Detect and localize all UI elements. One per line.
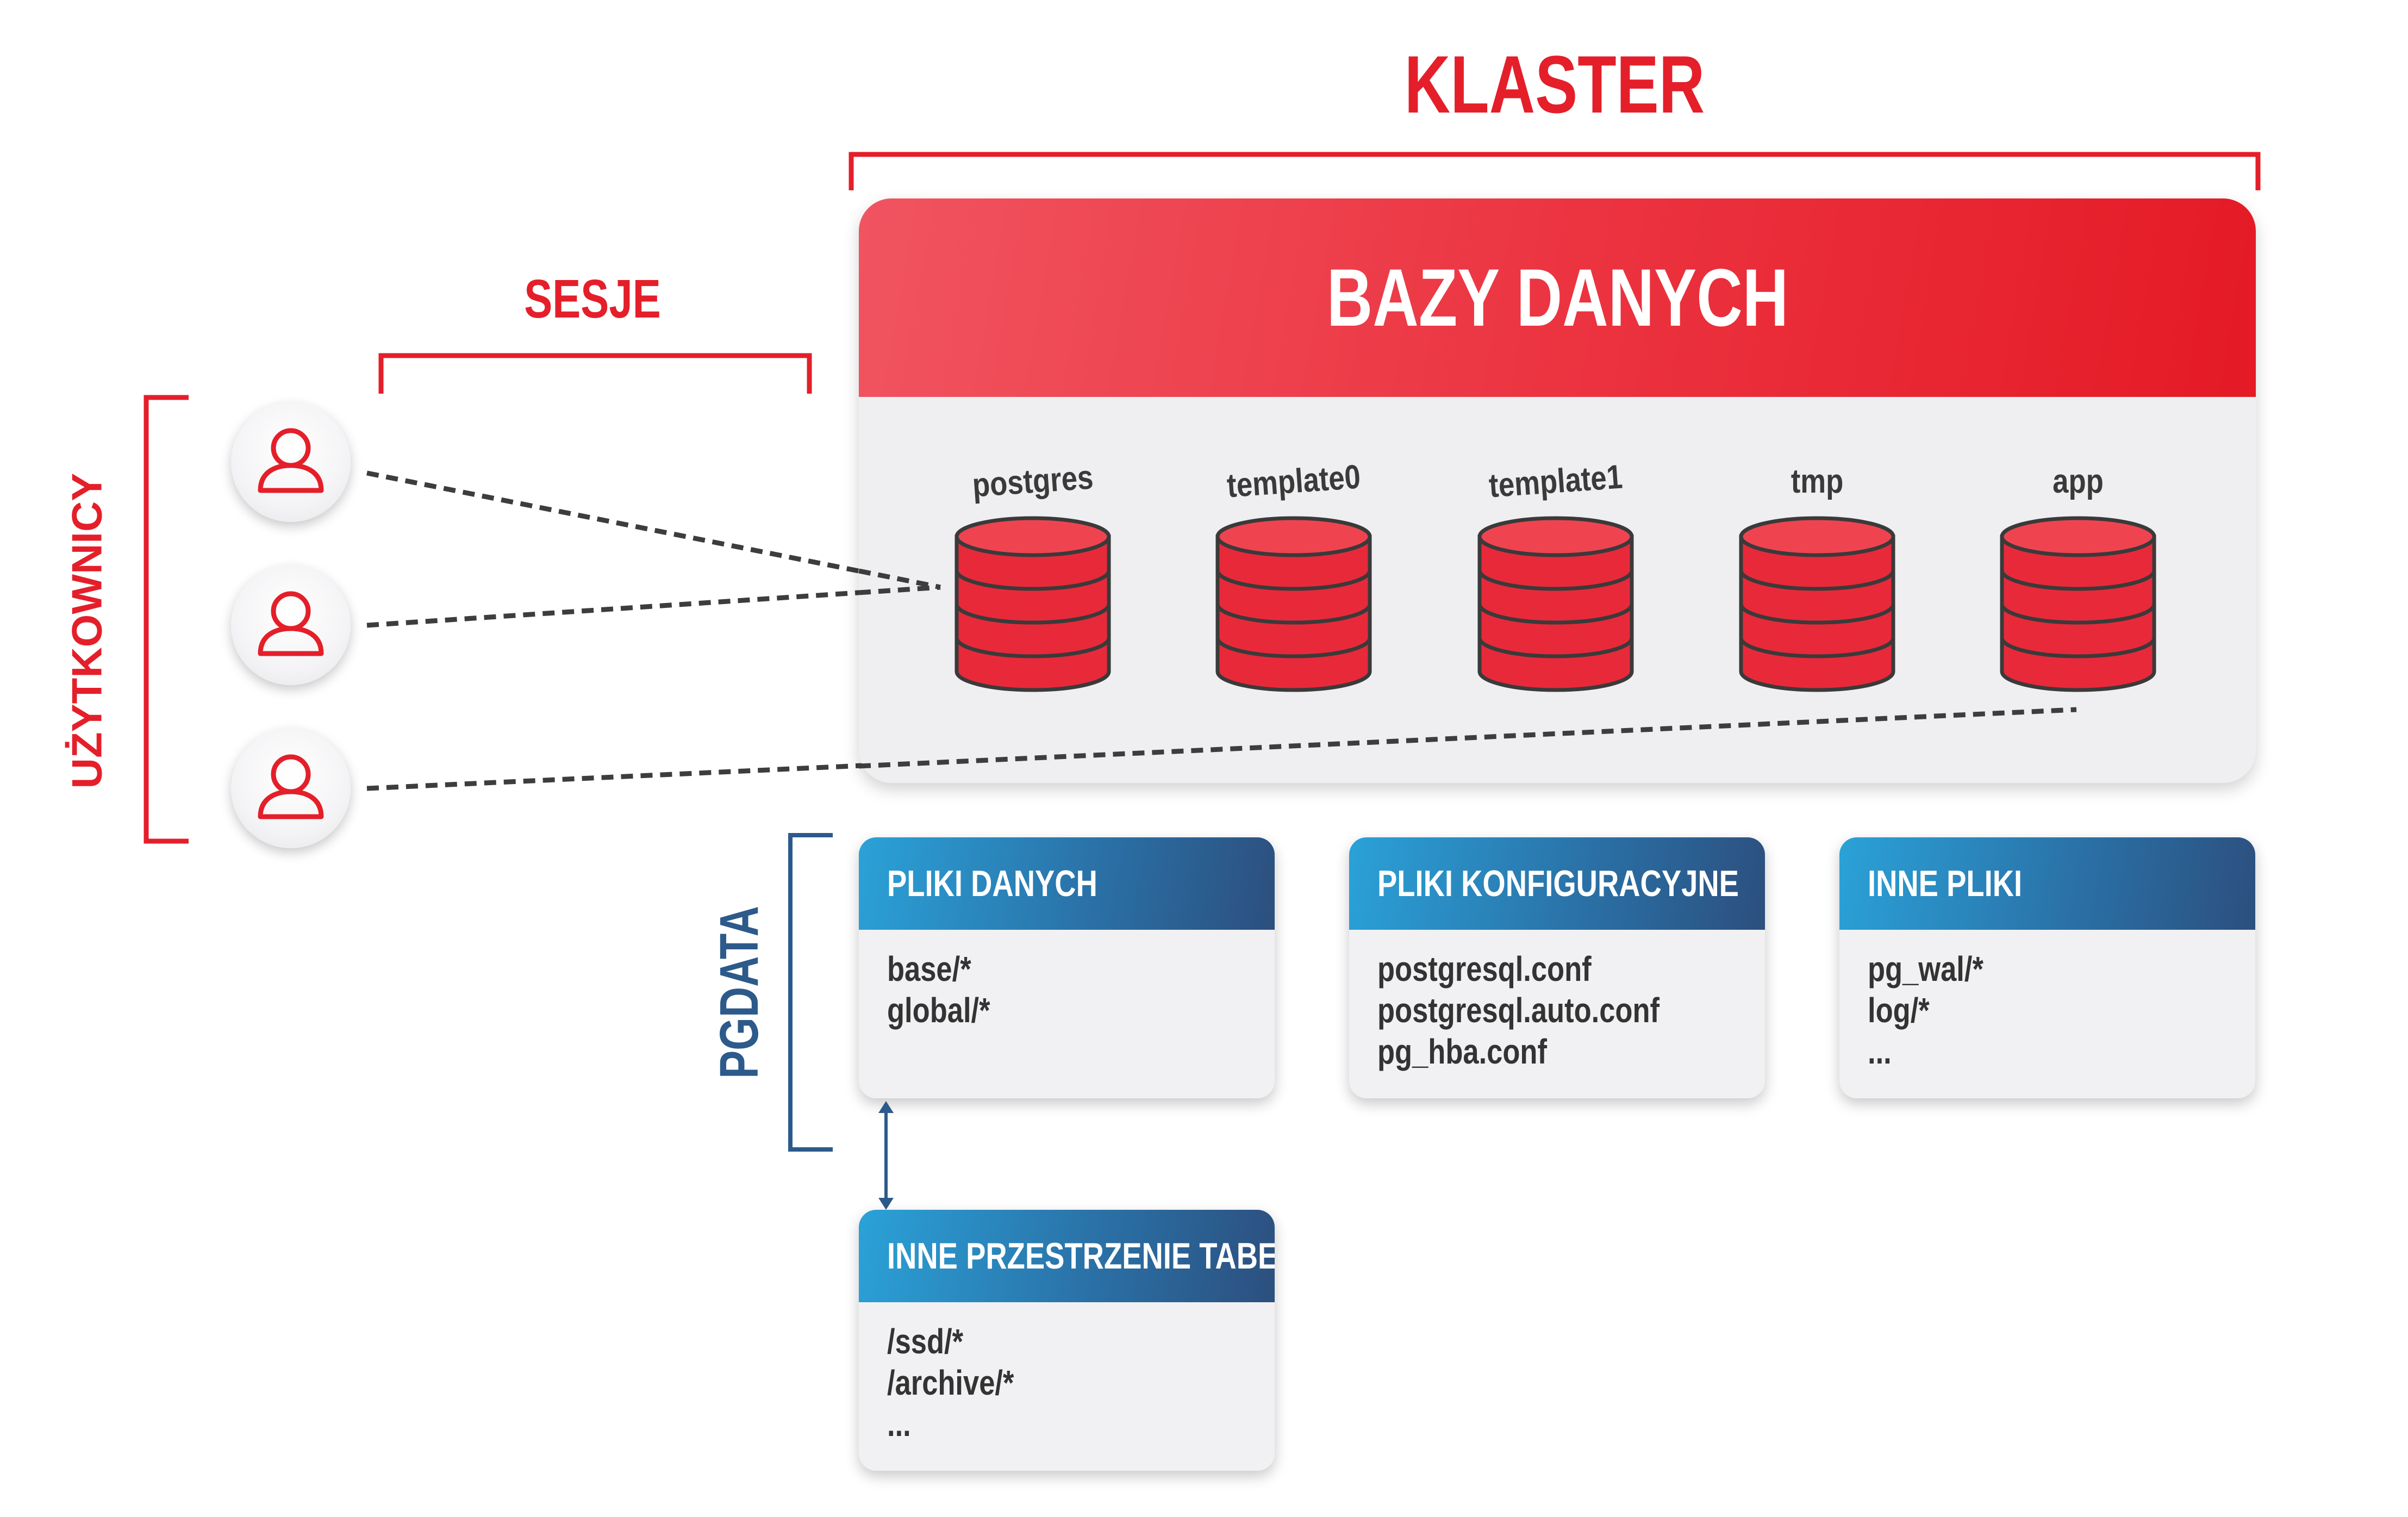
user-icon bbox=[258, 428, 324, 493]
users-bracket bbox=[144, 395, 189, 844]
card-line: postgresql.conf bbox=[1377, 949, 1592, 988]
card-line: ... bbox=[887, 1404, 911, 1444]
card-other-files: INNE PLIKI pg_wal/* log/* ... bbox=[1839, 837, 2255, 1098]
user-avatar-2[interactable] bbox=[231, 565, 351, 685]
card-line: /ssd/* bbox=[887, 1322, 964, 1361]
card-config-files: PLIKI KONFIGURACYJNE postgresql.conf pos… bbox=[1349, 837, 1765, 1098]
sessions-bracket bbox=[378, 353, 812, 394]
card-data-files: PLIKI DANYCH base/* global/* bbox=[859, 837, 1275, 1098]
session-line-3 bbox=[366, 707, 2077, 791]
pgdata-bracket bbox=[788, 833, 833, 1152]
card-line: pg_hba.conf bbox=[1377, 1032, 1547, 1071]
double-arrow-icon bbox=[878, 1101, 894, 1210]
database-icon[interactable] bbox=[1997, 508, 2160, 704]
card-line: /archive/* bbox=[887, 1363, 1014, 1402]
card-title: PLIKI DANYCH bbox=[887, 863, 1097, 904]
cluster-label: KLASTER bbox=[1404, 39, 1705, 130]
session-line-2 bbox=[366, 585, 941, 628]
cluster-bracket bbox=[849, 152, 2261, 190]
sessions-label: SESJE bbox=[524, 269, 661, 329]
user-avatar-1[interactable] bbox=[231, 402, 351, 522]
database-label: tmp bbox=[1791, 463, 1844, 500]
database-icon[interactable] bbox=[1212, 508, 1375, 704]
database-icon[interactable] bbox=[1736, 508, 1899, 704]
database-label: app bbox=[2053, 463, 2104, 500]
databases-header: BAZY DANYCH bbox=[859, 198, 2256, 397]
database-icon[interactable] bbox=[951, 508, 1114, 704]
card-title: INNE PLIKI bbox=[1868, 863, 2023, 904]
user-icon bbox=[258, 591, 324, 656]
card-line: base/* bbox=[887, 949, 971, 988]
card-title: INNE PRZESTRZENIE TABEL bbox=[887, 1235, 1275, 1277]
database-icon[interactable] bbox=[1474, 508, 1637, 704]
card-line: global/* bbox=[887, 991, 990, 1030]
card-line: ... bbox=[1868, 1032, 1892, 1071]
card-line: postgresql.auto.conf bbox=[1377, 991, 1660, 1030]
user-icon bbox=[258, 754, 324, 819]
card-tablespaces: INNE PRZESTRZENIE TABEL /ssd/* /archive/… bbox=[859, 1210, 1275, 1471]
card-title: PLIKI KONFIGURACYJNE bbox=[1377, 863, 1739, 904]
user-avatar-3[interactable] bbox=[231, 729, 351, 848]
card-line: log/* bbox=[1868, 991, 1930, 1030]
card-line: pg_wal/* bbox=[1868, 949, 1983, 988]
